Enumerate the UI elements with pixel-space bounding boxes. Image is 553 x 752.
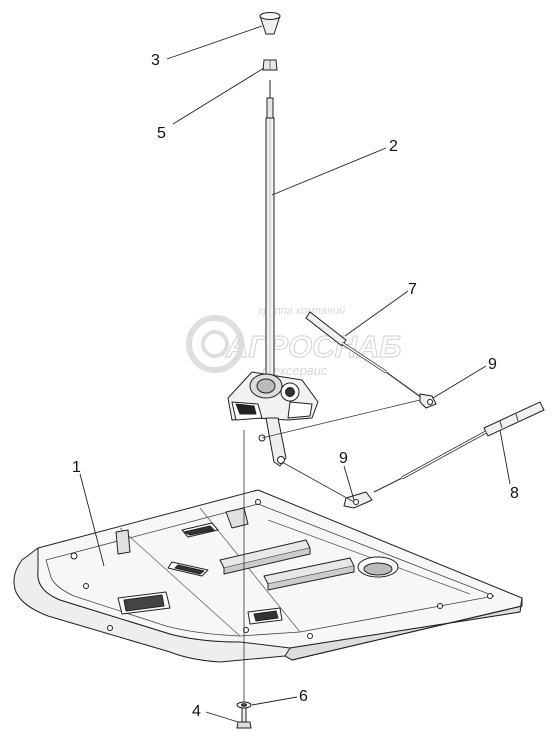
- callout-9-upper: 9: [488, 356, 497, 373]
- callout-5: 5: [157, 125, 166, 142]
- watermark-brand: АГРОСНАБ: [225, 329, 401, 364]
- washer: [236, 701, 252, 709]
- watermark-gear-icon: [186, 315, 244, 373]
- callout-7: 7: [408, 281, 417, 298]
- lever-rod: [265, 80, 275, 391]
- watermark-logo: группа компаний АГРОСНАБ техсервис: [186, 305, 402, 378]
- callout-4: 4: [192, 703, 201, 720]
- callout-8: 8: [510, 485, 519, 502]
- cable-upper: [305, 311, 437, 409]
- callout-6: 6: [299, 688, 308, 705]
- callout-1: 1: [72, 459, 81, 476]
- knob: [259, 12, 281, 35]
- watermark-top-line: группа компаний: [258, 305, 345, 317]
- bolt: [236, 707, 252, 729]
- assembly-lines: [243, 399, 421, 706]
- pivot-bracket: [227, 371, 319, 467]
- nut: [262, 59, 278, 71]
- callout-2: 2: [389, 138, 398, 155]
- base-plate: [13, 489, 523, 663]
- callouts: 3 5 2 7 9 9 8 1 6 4: [72, 52, 519, 720]
- leader-lines: [79, 25, 511, 723]
- watermark-bottom-line: техсервис: [262, 363, 328, 378]
- callout-3: 3: [151, 52, 160, 69]
- callout-9-lower: 9: [339, 450, 348, 467]
- cable-lower: [343, 401, 545, 509]
